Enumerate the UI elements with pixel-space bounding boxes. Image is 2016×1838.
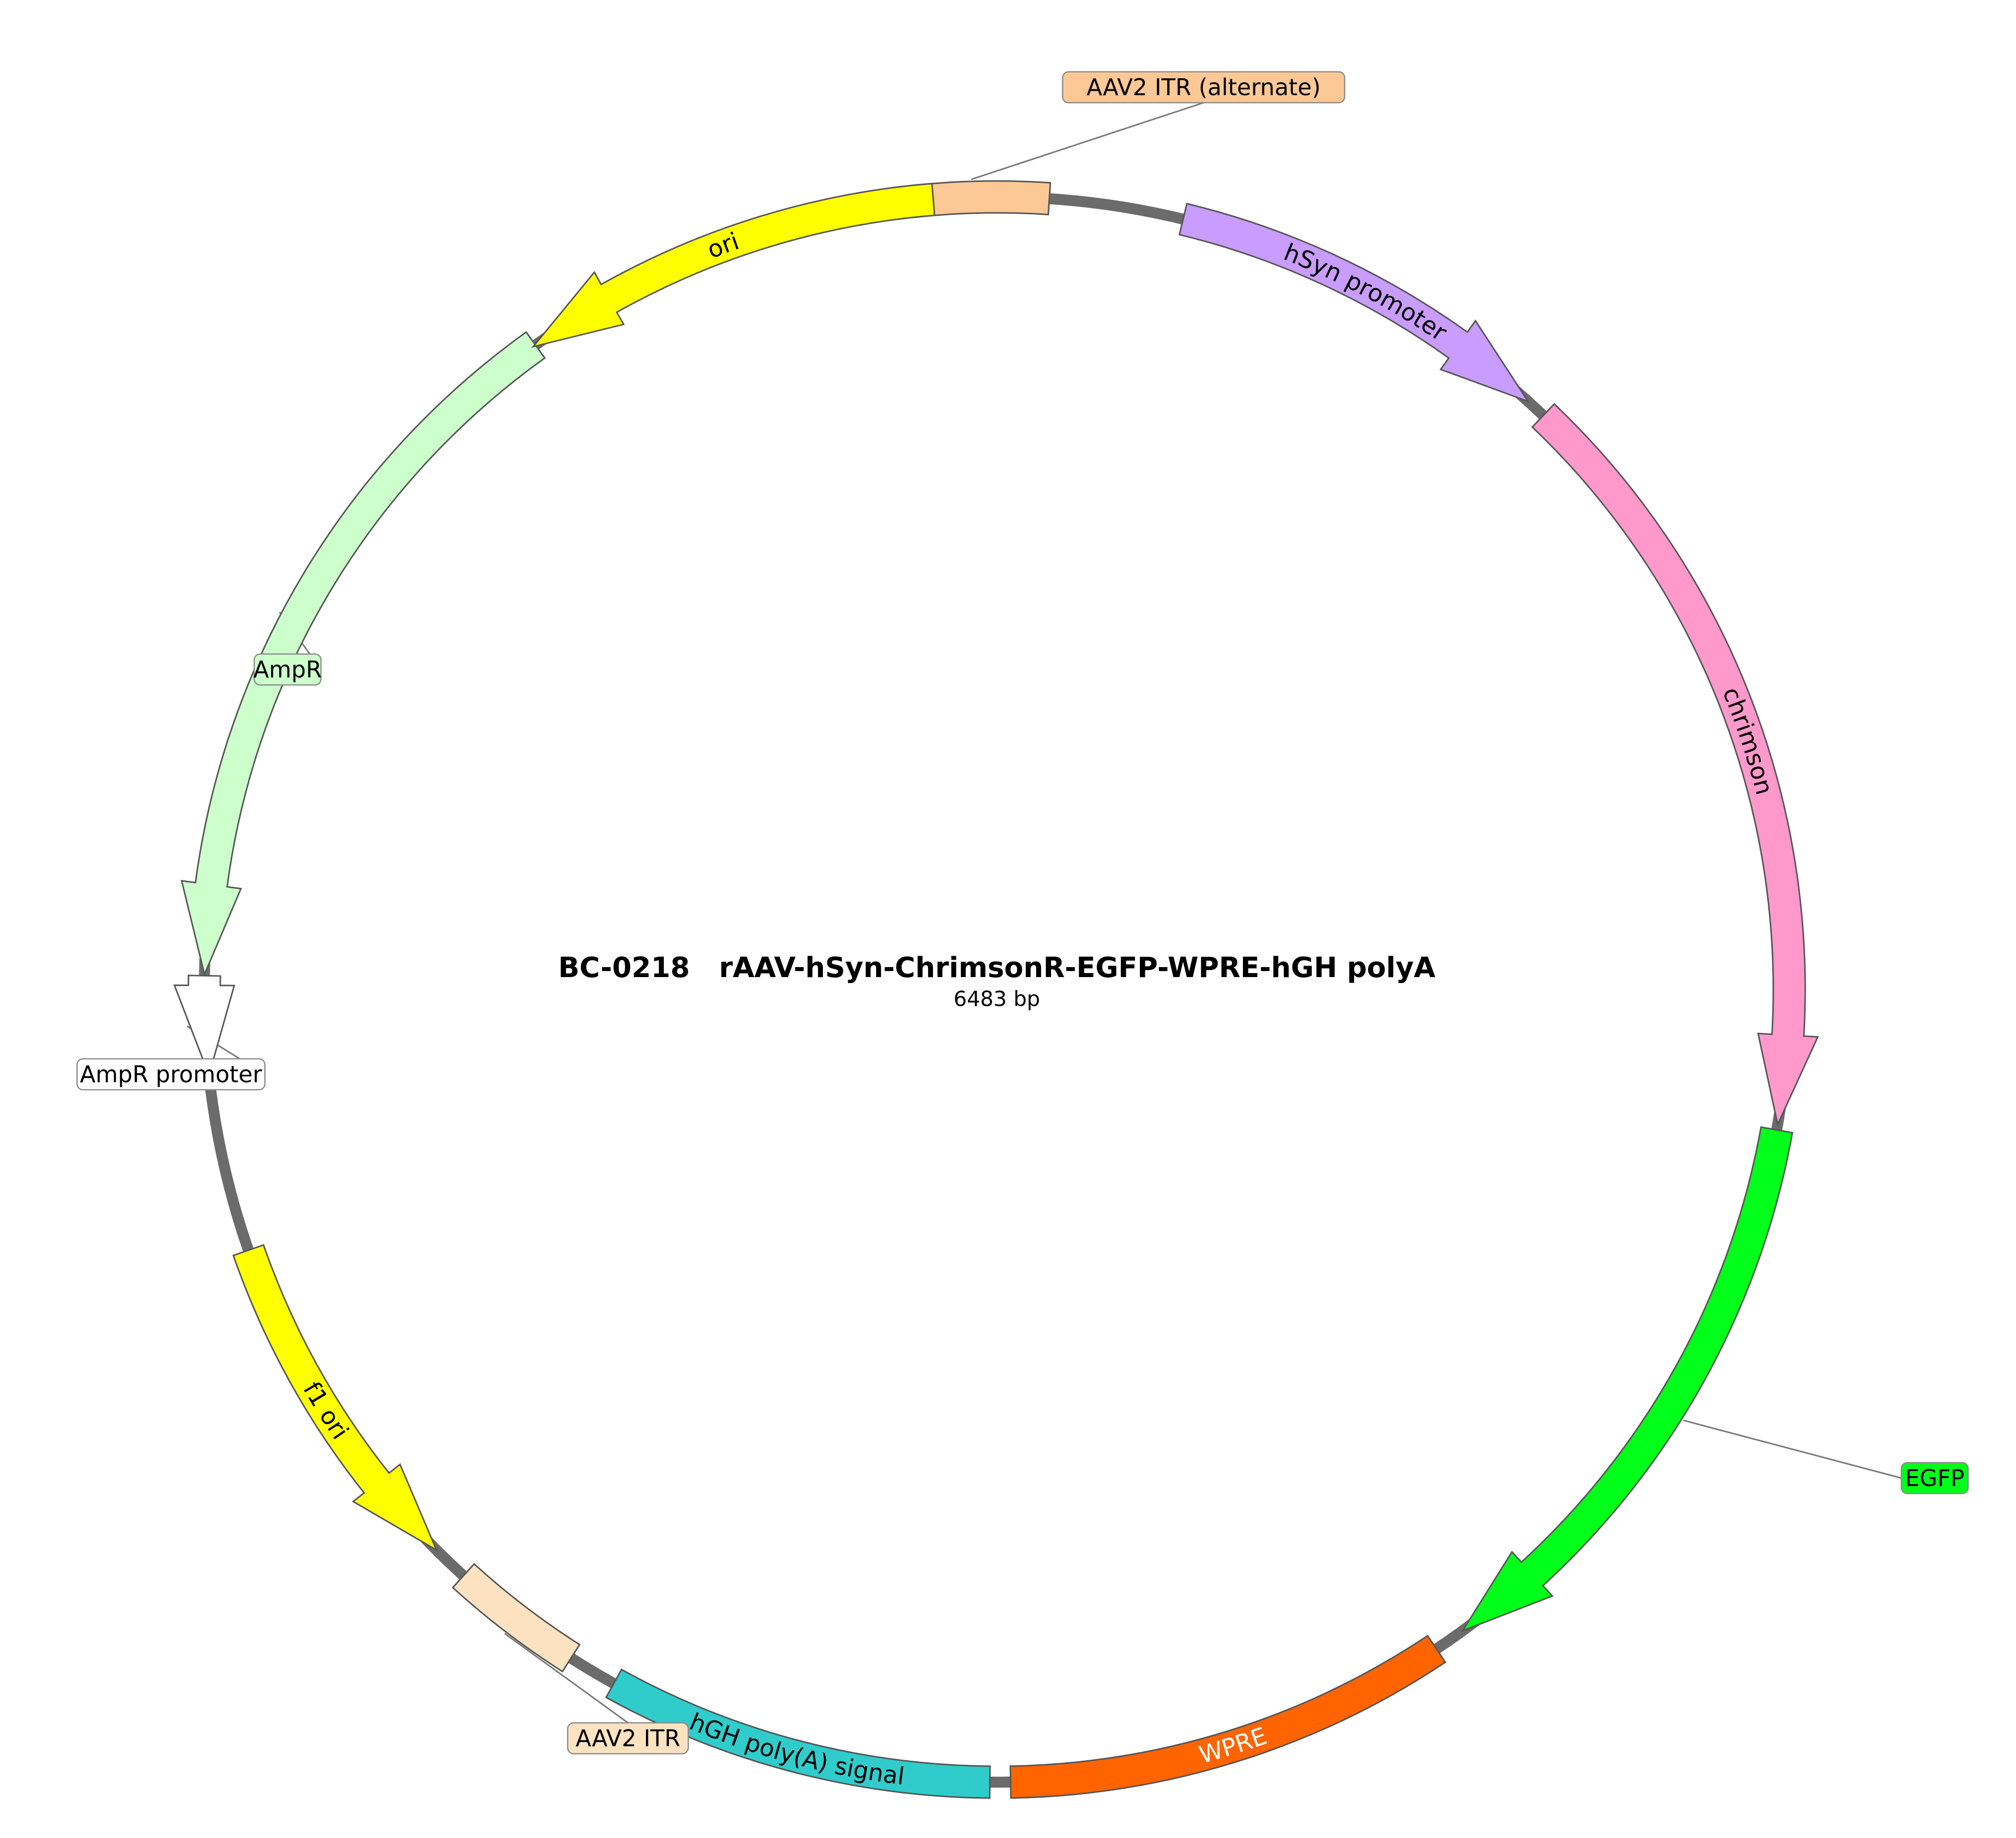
aav2-itr-arc [452,1563,581,1673]
egfp-callout-text: EGFP [1905,1465,1965,1492]
aav2-itr-callout-box [567,1722,689,1755]
ampr-promoter-callout-text: AmpR promoter [80,1061,262,1088]
ori-arc [531,182,935,348]
ampr-promoter-callout: AmpR promoter [76,1058,266,1091]
feature-f1-ori: f1 ori [232,1244,438,1552]
aav2-itr-alt-callout: AAV2 ITR (alternate) [1062,71,1346,104]
leader-layer [186,102,1902,1724]
ampr-arc [180,331,546,977]
ampr-callout-text: AmpR [253,656,321,683]
aav2-itr-callout-text: AAV2 ITR [576,1725,680,1752]
center-layer: BC-0218 rAAV-hSyn-ChrimsonR-EGFP-WPRE-hG… [558,952,1436,1011]
aav2-itr-alt-callout-text: AAV2 ITR (alternate) [1086,74,1321,101]
ampr-promoter-callout-box [76,1058,266,1091]
egfp-arc [1460,1126,1794,1633]
feature-egfp [1460,1126,1794,1633]
feature-ampr [180,331,546,977]
egfp-leader-line [1683,1419,1902,1479]
chrimson-label: chrimson [1717,683,1778,798]
hsyn-promoter-label: hSyn promoter [1280,238,1452,347]
chrimson-arc [1531,403,1819,1127]
hgh-polya-arc [605,1668,991,1799]
feature-hsyn-promoter: hSyn promoter [1178,202,1530,403]
aav2-itr-leader-line [504,1633,628,1724]
f1-ori-arc [232,1244,438,1552]
feature-aav2-itr [452,1563,581,1673]
feature-ori: ori [531,182,935,348]
plasmid-size: 6483 bp [953,987,1040,1011]
egfp-callout-box [1900,1462,1969,1495]
plasmid-title: BC-0218 rAAV-hSyn-ChrimsonR-EGFP-WPRE-hG… [558,952,1436,984]
feature-ampr-promoter [173,975,235,1078]
aav2-itr-callout: AAV2 ITR [567,1722,689,1755]
aav2-itr-alt-callout-box [1062,71,1346,104]
wpre-arc [1009,1635,1447,1799]
ampr-callout: AmpR [253,653,322,686]
ampr-promoter-arc [173,975,235,1078]
ampr-callout-box [253,653,322,686]
aav2-itr-alt-leader-line [971,102,1204,180]
egfp-callout: EGFP [1900,1462,1969,1495]
hsyn-promoter-arc [1178,202,1530,403]
callout-layer: AAV2 ITR (alternate) EGFP AAV2 ITR AmpR pro… [76,71,1969,1755]
feature-wpre: WPRE [1009,1635,1447,1799]
